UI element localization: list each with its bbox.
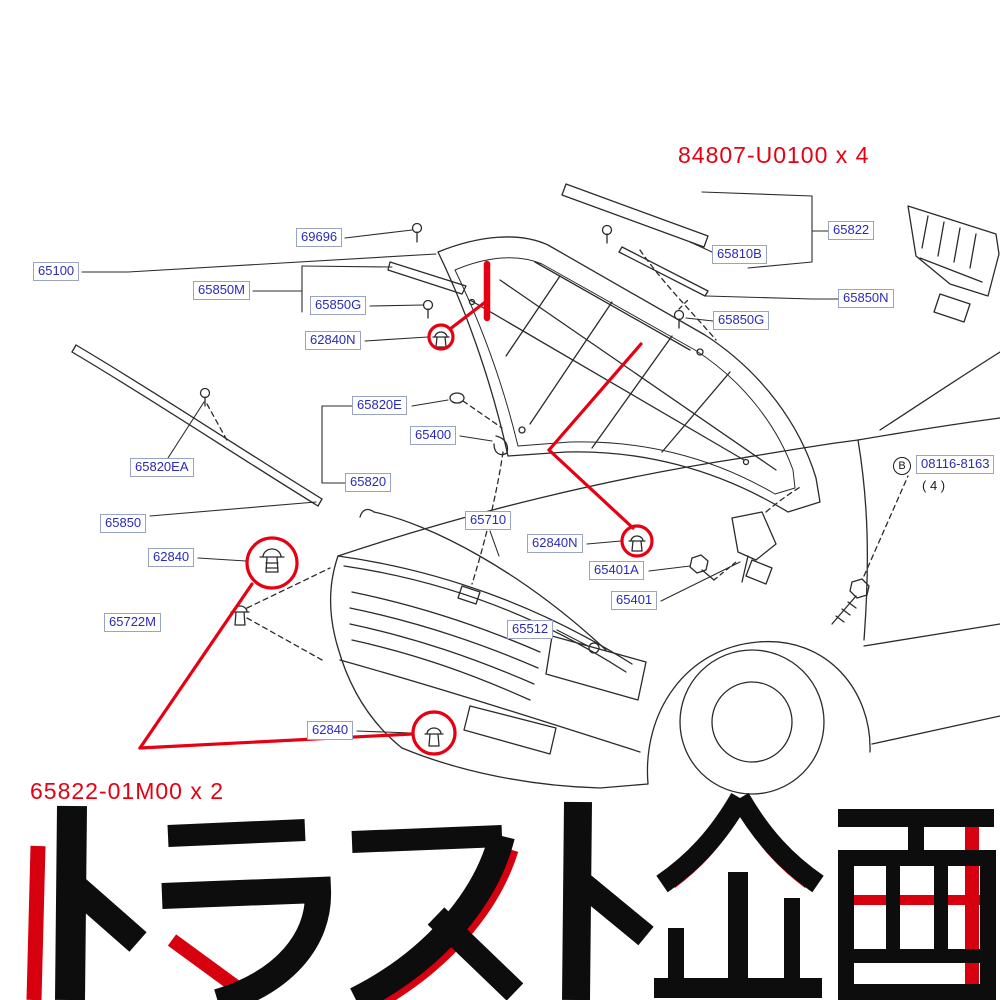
part-label-65820EA: 65820EA [130,458,194,477]
part-label-65822: 65822 [828,221,875,240]
cowl-grille [907,205,1000,323]
red-circle-clip-front-left [245,536,299,590]
part-label-65810B: 65810B [712,245,767,264]
part-label-65850G-2: 65850G [713,311,770,330]
bolt-ref-circle-b: B [893,457,911,475]
red-note-84807: 84807-U0100 x 4 [678,142,870,168]
bolt-ref-qty: ( 4 ) [922,478,946,493]
part-label-65820: 65820 [345,473,392,492]
red-note-65822: 65822-01M00 x 2 [30,778,225,804]
part-label-65850: 65850 [100,514,147,533]
part-label-65820E: 65820E [352,396,407,415]
red-leader-line [138,732,414,750]
part-label-65401A: 65401A [589,561,644,580]
car-body [329,351,1000,795]
hinge-and-bolts [689,475,909,625]
red-leader-line [547,448,635,530]
part-label-65400: 65400 [410,426,457,445]
watermark-trust-kikaku [26,792,996,1000]
part-label-62840N-2: 62840N [527,534,583,553]
part-label-65850M: 65850M [193,281,250,300]
part-label-65722M: 65722M [104,613,161,632]
part-label-62840N: 62840N [305,331,361,350]
part-label-69696: 69696 [296,228,343,247]
hood-prop-rod [359,508,607,654]
black-line-art [71,183,1000,795]
part-label-65710: 65710 [465,511,512,530]
leader-lines [81,191,839,734]
part-label-65401: 65401 [611,591,658,610]
front-molding [387,222,467,319]
red-leader-line [448,301,486,331]
red-highlights [138,260,654,756]
red-circle-clip-bumper [411,710,457,756]
part-label-65100: 65100 [33,262,80,281]
fender-clip [230,567,331,661]
part-label-62840-2: 62840 [307,721,354,740]
clip-grommets [259,331,646,747]
part-label-65512: 65512 [507,620,554,639]
red-circle-clip-hood-right [620,524,654,558]
red-circle-clip-hood-left [427,323,455,351]
red-leader-line [547,342,643,452]
rear-molding-rod [618,246,709,329]
part-label-65850N: 65850N [838,289,894,308]
part-label-08116-8163: 08116-8163 [916,455,995,474]
part-label-62840: 62840 [148,548,195,567]
left-weatherstrip [71,344,323,507]
part-label-65850G: 65850G [310,296,367,315]
red-leader-line [138,582,254,750]
hood-panel [437,236,821,513]
